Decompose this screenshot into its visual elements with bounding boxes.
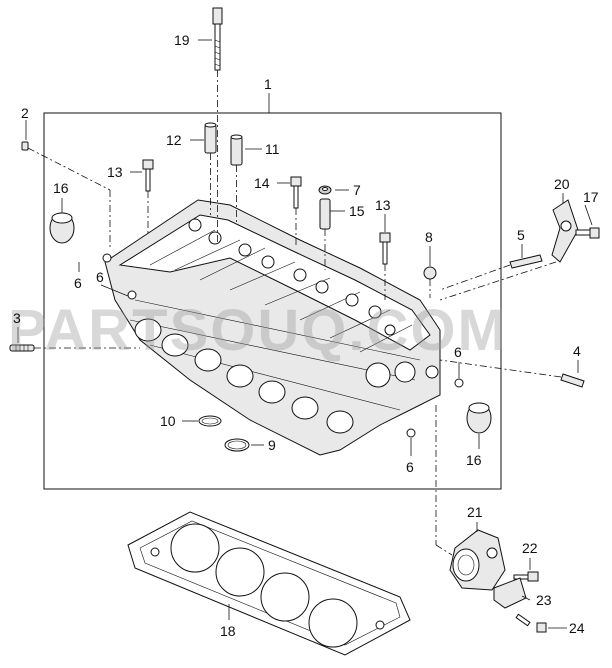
seal-plug-16-right[interactable] [466, 402, 492, 434]
guide-sleeve-11[interactable] [230, 134, 243, 222]
callout-13-b: 13 [375, 197, 391, 213]
callout-6-d: 6 [406, 459, 414, 475]
sleeve-15[interactable] [319, 198, 331, 270]
callout-18: 18 [220, 623, 236, 639]
dowel-6-c[interactable] [454, 378, 464, 388]
callout-23: 23 [536, 592, 552, 608]
dowel-pin-2[interactable] [21, 141, 111, 250]
bracket-23[interactable] [493, 577, 527, 609]
callout-20: 20 [554, 176, 570, 192]
guide-sleeve-12[interactable] [204, 122, 217, 215]
nut-7[interactable] [318, 185, 332, 195]
callout-1: 1 [264, 76, 272, 92]
callout-7: 7 [353, 182, 361, 198]
bolt-22[interactable] [513, 571, 539, 582]
callout-12: 12 [166, 132, 182, 148]
bolt-13-left[interactable] [142, 159, 154, 235]
watermark: PARTSOUQ.COM [8, 298, 508, 363]
head-bolt-19[interactable] [212, 7, 223, 245]
callout-3: 3 [13, 310, 21, 326]
callout-4: 4 [573, 343, 581, 359]
callout-2: 2 [21, 105, 29, 121]
callout-9: 9 [268, 437, 276, 453]
callout-24: 24 [569, 620, 585, 636]
assembly-frame [43, 112, 502, 490]
callout-21: 21 [467, 504, 483, 520]
callout-labels: 1 2 3 4 5 6 6 6 6 7 8 9 10 11 12 13 13 1… [13, 32, 599, 639]
callout-14: 14 [254, 175, 270, 191]
dowel-6-a[interactable] [102, 253, 112, 263]
callout-16-a: 16 [53, 180, 69, 196]
stud-4[interactable] [439, 359, 585, 388]
dowel-6-d[interactable] [406, 428, 416, 438]
callout-15: 15 [349, 203, 365, 219]
bolt-14[interactable] [290, 176, 302, 248]
head-gasket-18[interactable] [127, 511, 411, 656]
bolt-13-right[interactable] [379, 232, 391, 300]
callout-22: 22 [522, 540, 538, 556]
callout-19: 19 [174, 32, 190, 48]
leader-lines [17, 39, 593, 629]
stud-5[interactable] [439, 254, 543, 291]
seal-plug-16-left[interactable] [49, 212, 75, 244]
callout-5: 5 [517, 227, 525, 243]
bolt-17[interactable] [575, 227, 600, 239]
vacuum-pump-21[interactable] [435, 405, 506, 591]
callout-6-c: 6 [454, 344, 462, 360]
stud-3[interactable] [9, 344, 140, 352]
cylinder-head[interactable] [104, 199, 441, 456]
callout-11: 11 [265, 141, 280, 157]
bracket-20[interactable] [439, 199, 579, 301]
dowel-6-b[interactable] [127, 290, 137, 300]
plug-8[interactable] [423, 266, 437, 298]
callout-6-a: 6 [74, 275, 82, 291]
callout-16-b: 16 [466, 452, 482, 468]
bolt-24[interactable] [515, 613, 547, 633]
callout-10: 10 [160, 413, 176, 429]
callout-17: 17 [583, 189, 599, 205]
callout-8: 8 [425, 229, 433, 245]
callout-6-b: 6 [96, 269, 104, 285]
callout-13-a: 13 [107, 164, 123, 180]
